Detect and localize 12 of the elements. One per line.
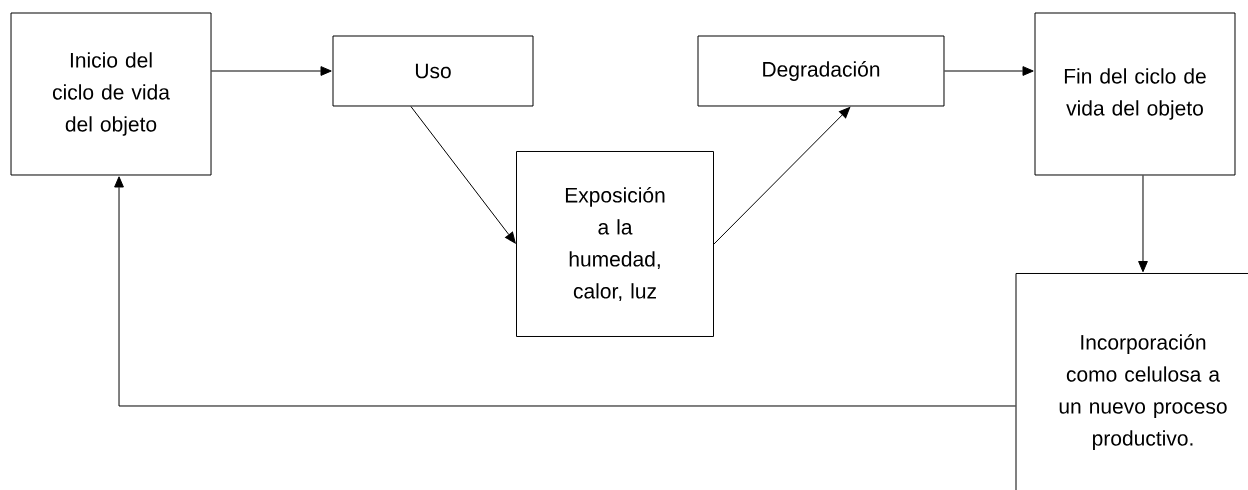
process-box: Incorporación como celulosa a un nuevo proceso productivo. xyxy=(1015,273,1248,490)
arrow xyxy=(114,176,1016,407)
process-box: Uso xyxy=(332,35,534,107)
process-box: Degradación xyxy=(697,35,945,107)
arrow xyxy=(713,106,851,245)
process-box: Exposición a la humedad, calor, luz xyxy=(516,151,714,337)
arrow xyxy=(1138,175,1148,273)
arrow xyxy=(944,66,1034,76)
process-box: Fin del ciclo de vida del objeto xyxy=(1034,12,1236,176)
process-box: Inicio del ciclo de vida del objeto xyxy=(10,12,212,176)
arrow xyxy=(211,66,332,76)
arrow xyxy=(410,106,516,244)
